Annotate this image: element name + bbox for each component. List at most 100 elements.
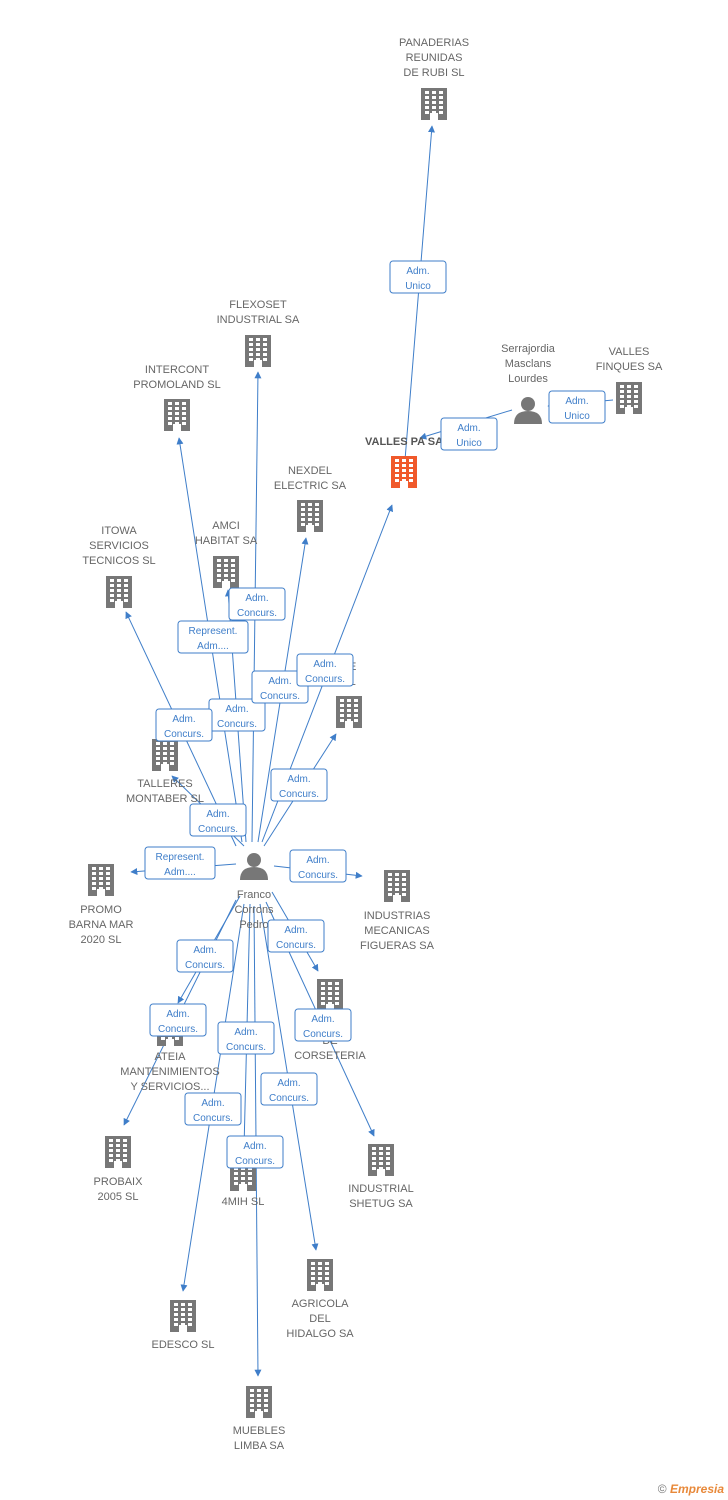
badge-label: Adm.... [164, 867, 196, 878]
person-icon [240, 853, 268, 880]
relation-badge[interactable]: Adm.Concurs. [217, 1021, 275, 1055]
building-icon [88, 864, 114, 896]
relation-badge[interactable]: Adm.Concurs. [226, 1135, 284, 1169]
relation-badge[interactable]: Adm.Concurs. [296, 653, 354, 687]
node-label: BARNA MAR [69, 919, 134, 931]
node-probaix[interactable]: PROBAIX 2005 SL [94, 1136, 144, 1203]
badge-label: Adm. [277, 1078, 300, 1089]
node-label: SHETUG SA [349, 1198, 413, 1210]
relation-badge[interactable]: Adm.Concurs. [189, 803, 247, 837]
badge-label: Adm. [172, 714, 195, 725]
relation-badge[interactable]: Adm. Concurs. [228, 587, 286, 621]
node-talleres[interactable]: TALLERES MONTABER SL [126, 739, 204, 805]
node-label: LIMBA SA [234, 1440, 285, 1452]
node-label: SERVICIOS [89, 540, 149, 552]
node-label: DEL [309, 1313, 330, 1325]
badge-label: Concurs. [237, 608, 277, 619]
relation-badge[interactable]: Adm.Concurs. [149, 1003, 207, 1037]
relation-badge[interactable]: Represent.Adm.... [177, 620, 249, 654]
node-valles_pa[interactable]: VALLES PA SA [365, 436, 443, 488]
badge-label: Concurs. [164, 729, 204, 740]
badge-label: Concurs. [276, 940, 316, 951]
relation-badge[interactable]: Adm.Concurs. [289, 849, 347, 883]
relation-badge[interactable]: Adm.Concurs. [270, 768, 328, 802]
relation-badge[interactable]: Adm.Unico [389, 260, 447, 294]
building-icon [164, 399, 190, 431]
badge-label: Concurs. [279, 789, 319, 800]
relation-badge[interactable]: Adm.Concurs. [208, 698, 266, 732]
node-label: Corrons [234, 904, 274, 916]
building-icon [336, 696, 362, 728]
badge-label: Adm. [245, 593, 268, 604]
relation-badge[interactable]: Adm.Concurs. [251, 670, 309, 704]
badge-label: Adm. [457, 423, 480, 434]
badge-label: Concurs. [158, 1024, 198, 1035]
badge-label: Concurs. [198, 824, 238, 835]
building-icon [105, 1136, 131, 1168]
node-label: 2005 SL [98, 1191, 139, 1203]
node-label: TECNICOS SL [82, 555, 155, 567]
node-label: MONTABER SL [126, 793, 204, 805]
node-label: PROMOLAND SL [133, 379, 220, 391]
node-edesco[interactable]: EDESCO SL [152, 1300, 215, 1351]
badge-label: Adm. [225, 704, 248, 715]
node-label: MECANICAS [364, 925, 429, 937]
node-label: ATEIA [155, 1051, 187, 1063]
node-label: INDUSTRIAL SA [217, 314, 300, 326]
node-label: CORSETERIA [294, 1050, 366, 1062]
building-icon [616, 382, 642, 414]
badge-label: Unico [456, 438, 482, 449]
badge-label: Represent. [156, 852, 205, 863]
node-label: Masclans [505, 358, 552, 370]
relation-badge[interactable]: Adm.Unico [548, 390, 606, 424]
relation-badge[interactable]: Represent. Adm.... [144, 846, 216, 880]
node-label: NEXDEL [288, 465, 332, 477]
node-muebles[interactable]: MUEBLES LIMBA SA [233, 1386, 286, 1452]
building-icon [152, 739, 178, 771]
relation-badge[interactable]: Adm.Concurs. [184, 1092, 242, 1126]
building-icon [213, 556, 239, 588]
badge-label: Concurs. [235, 1156, 275, 1167]
node-intercont[interactable]: INTERCONT PROMOLAND SL [133, 364, 221, 431]
building-icon [384, 870, 410, 902]
relation-badge[interactable]: Adm. Concurs. [155, 708, 213, 742]
relation-badge[interactable]: Adm. Unico [440, 417, 498, 451]
badge-label: Adm. [311, 1014, 334, 1025]
node-label: PANADERIAS [399, 37, 469, 49]
person-icon [514, 397, 542, 424]
relation-badge[interactable]: Adm.Concurs. [294, 1008, 352, 1042]
relation-badge[interactable]: Adm.Concurs. [267, 919, 325, 953]
relation-badge[interactable]: Adm.Concurs. [176, 939, 234, 973]
node-label: MUEBLES [233, 1425, 286, 1437]
node-label: PROBAIX [94, 1176, 144, 1188]
node-label: FIGUERAS SA [360, 940, 435, 952]
node-label: TALLERES [137, 778, 192, 790]
node-label: 4MIH SL [222, 1196, 265, 1208]
badge-label: Concurs. [269, 1093, 309, 1104]
badge-label: Adm. [306, 855, 329, 866]
node-label: HABITAT SA [195, 535, 258, 547]
brand-logo[interactable]: Empresia [669, 1482, 724, 1496]
node-label: Lourdes [508, 373, 548, 385]
node-label: VALLES [609, 346, 650, 358]
node-label: INTERCONT [145, 364, 209, 376]
relation-badge[interactable]: Adm. Concurs. [260, 1072, 318, 1106]
badge-label: Adm. [565, 396, 588, 407]
badge-label: Adm. [406, 266, 429, 277]
node-label: MANTENIMIENTOS [120, 1066, 219, 1078]
node-label: Y SERVICIOS... [130, 1081, 209, 1093]
